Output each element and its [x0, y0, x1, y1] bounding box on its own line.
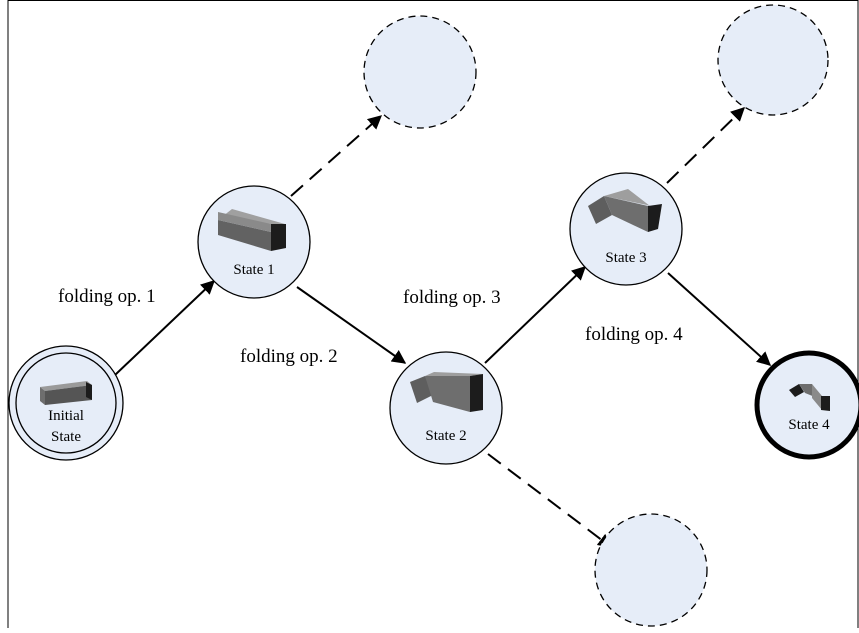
edge-op4-arrow — [667, 272, 772, 366]
node-state-4-label: State 4 — [788, 417, 830, 433]
edge-dashed-state1-arrow — [290, 115, 383, 197]
unexplored-node-top-right — [717, 4, 829, 116]
node-state-4: State 4 — [754, 350, 859, 460]
edge-op3-arrow — [484, 266, 587, 364]
node-state-2-label: State 2 — [425, 428, 466, 444]
protein-shape-icon — [588, 189, 662, 232]
edge-op4-label: folding op. 4 — [585, 324, 683, 345]
node-initial-label-line1: Initial — [48, 408, 84, 424]
unexplored-node-bottom — [594, 513, 708, 627]
node-state-1: State 1 — [197, 185, 311, 299]
edge-op3-label: folding op. 3 — [403, 287, 501, 308]
protein-shape-icon — [40, 381, 92, 405]
edge-dashed-state3-arrow — [666, 107, 746, 184]
protein-shape-icon — [410, 372, 483, 412]
node-state-2: State 2 — [389, 351, 503, 465]
edge-op1-label: folding op. 1 — [58, 286, 156, 307]
protein-shape-icon — [218, 209, 286, 251]
diagram-frame — [7, 0, 859, 633]
node-initial-state: Initial State — [8, 345, 124, 461]
node-state-3: State 3 — [569, 172, 683, 286]
node-state-1-label: State 1 — [233, 262, 274, 278]
protein-shape-icon — [789, 384, 830, 411]
edge-op2-label: folding op. 2 — [240, 346, 338, 367]
node-initial-label-line2: State — [51, 429, 81, 445]
edge-dashed-state2-arrow — [487, 453, 613, 548]
edge-op1-arrow — [114, 280, 216, 376]
node-state-3-label: State 3 — [605, 250, 646, 266]
edge-op2-arrow — [296, 286, 407, 364]
unexplored-node-top-middle — [363, 15, 477, 129]
